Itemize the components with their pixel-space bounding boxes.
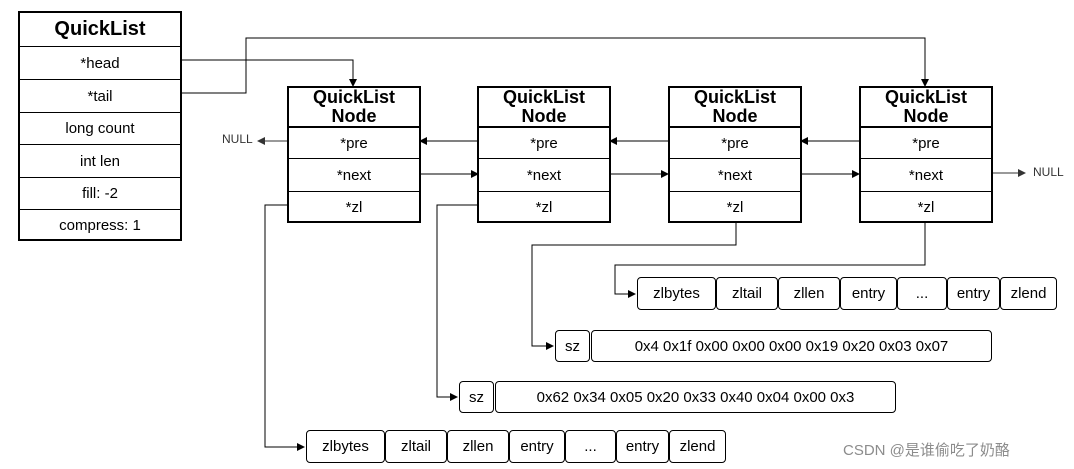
ziplist-bottom-zlend: zlend xyxy=(669,430,726,463)
node-field-zl: *zl xyxy=(479,191,609,223)
zl-pointer-node1 xyxy=(264,204,305,451)
ziplist-bottom-zllen: zllen xyxy=(447,430,509,463)
node-field-next: *next xyxy=(289,158,419,191)
field-fill: fill: -2 xyxy=(20,177,180,209)
node-field-next: *next xyxy=(670,158,800,191)
node-title-line2: Node xyxy=(903,106,949,126)
node-title-line1: QuickList xyxy=(884,87,968,107)
ziplist-bottom-entry: entry xyxy=(509,430,565,463)
node-field-pre: *pre xyxy=(670,126,800,158)
quicklist-node-3: QuickList Node *pre *next *zl xyxy=(668,86,802,223)
node-field-pre: *pre xyxy=(861,126,991,158)
null-label-right: NULL xyxy=(1033,165,1064,179)
node-field-zl: *zl xyxy=(861,191,991,223)
null-label-left: NULL xyxy=(222,132,253,146)
quicklist-node-1: QuickList Node *pre *next *zl xyxy=(287,86,421,223)
zl-pointer-node4 xyxy=(614,222,926,298)
ziplist-top-zlend: zlend xyxy=(1000,277,1057,310)
node-title-line1: QuickList xyxy=(693,87,777,107)
ziplist-top-entry: entry xyxy=(840,277,897,310)
ziplist-top-zllen: zllen xyxy=(778,277,840,310)
node-field-next: *next xyxy=(861,158,991,191)
quicklist-title: QuickList xyxy=(54,18,146,40)
field-compress: compress: 1 xyxy=(20,209,180,241)
ziplist-bottom-entry-last: entry xyxy=(616,430,669,463)
tail-pointer-arrow xyxy=(181,37,929,94)
node-field-pre: *pre xyxy=(289,126,419,158)
node-title: QuickList Node xyxy=(479,88,609,126)
field-count: long count xyxy=(20,112,180,144)
node-field-zl: *zl xyxy=(289,191,419,223)
compressed-2-size: sz xyxy=(459,381,494,413)
field-len: int len xyxy=(20,144,180,177)
compressed-2-bytes: 0x62 0x34 0x05 0x20 0x33 0x40 0x04 0x00 … xyxy=(495,381,896,413)
field-head: *head xyxy=(20,46,180,79)
node-field-zl: *zl xyxy=(670,191,800,223)
ziplist-bottom-zlbytes: zlbytes xyxy=(306,430,385,463)
ziplist-top-ellipsis: ... xyxy=(897,277,947,310)
node-title-line2: Node xyxy=(521,106,567,126)
head-pointer-arrow xyxy=(181,59,357,87)
zl-pointer-node3 xyxy=(531,222,737,350)
node-title-line1: QuickList xyxy=(312,87,396,107)
quicklist-struct: QuickList *head *tail long count int len… xyxy=(18,11,182,241)
ziplist-bottom-ellipsis: ... xyxy=(565,430,616,463)
field-tail: *tail xyxy=(20,79,180,112)
node-title-line2: Node xyxy=(712,106,758,126)
quicklist-node-4: QuickList Node *pre *next *zl xyxy=(859,86,993,223)
ziplist-top-entry-last: entry xyxy=(947,277,1000,310)
node-title-line1: QuickList xyxy=(502,87,586,107)
node-title: QuickList Node xyxy=(670,88,800,126)
node-field-next: *next xyxy=(479,158,609,191)
compressed-1-bytes: 0x4 0x1f 0x00 0x00 0x00 0x19 0x20 0x03 0… xyxy=(591,330,992,362)
watermark: CSDN @是谁偷吃了奶酪 xyxy=(843,442,1010,459)
ziplist-bottom-zltail: zltail xyxy=(385,430,447,463)
node-field-pre: *pre xyxy=(479,126,609,158)
node-title: QuickList Node xyxy=(289,88,419,126)
node-title-line2: Node xyxy=(331,106,377,126)
ziplist-top-zltail: zltail xyxy=(716,277,778,310)
quicklist-node-2: QuickList Node *pre *next *zl xyxy=(477,86,611,223)
ziplist-top-zlbytes: zlbytes xyxy=(637,277,716,310)
zl-pointer-node2 xyxy=(436,204,479,401)
compressed-1-size: sz xyxy=(555,330,590,362)
node-title: QuickList Node xyxy=(861,88,991,126)
